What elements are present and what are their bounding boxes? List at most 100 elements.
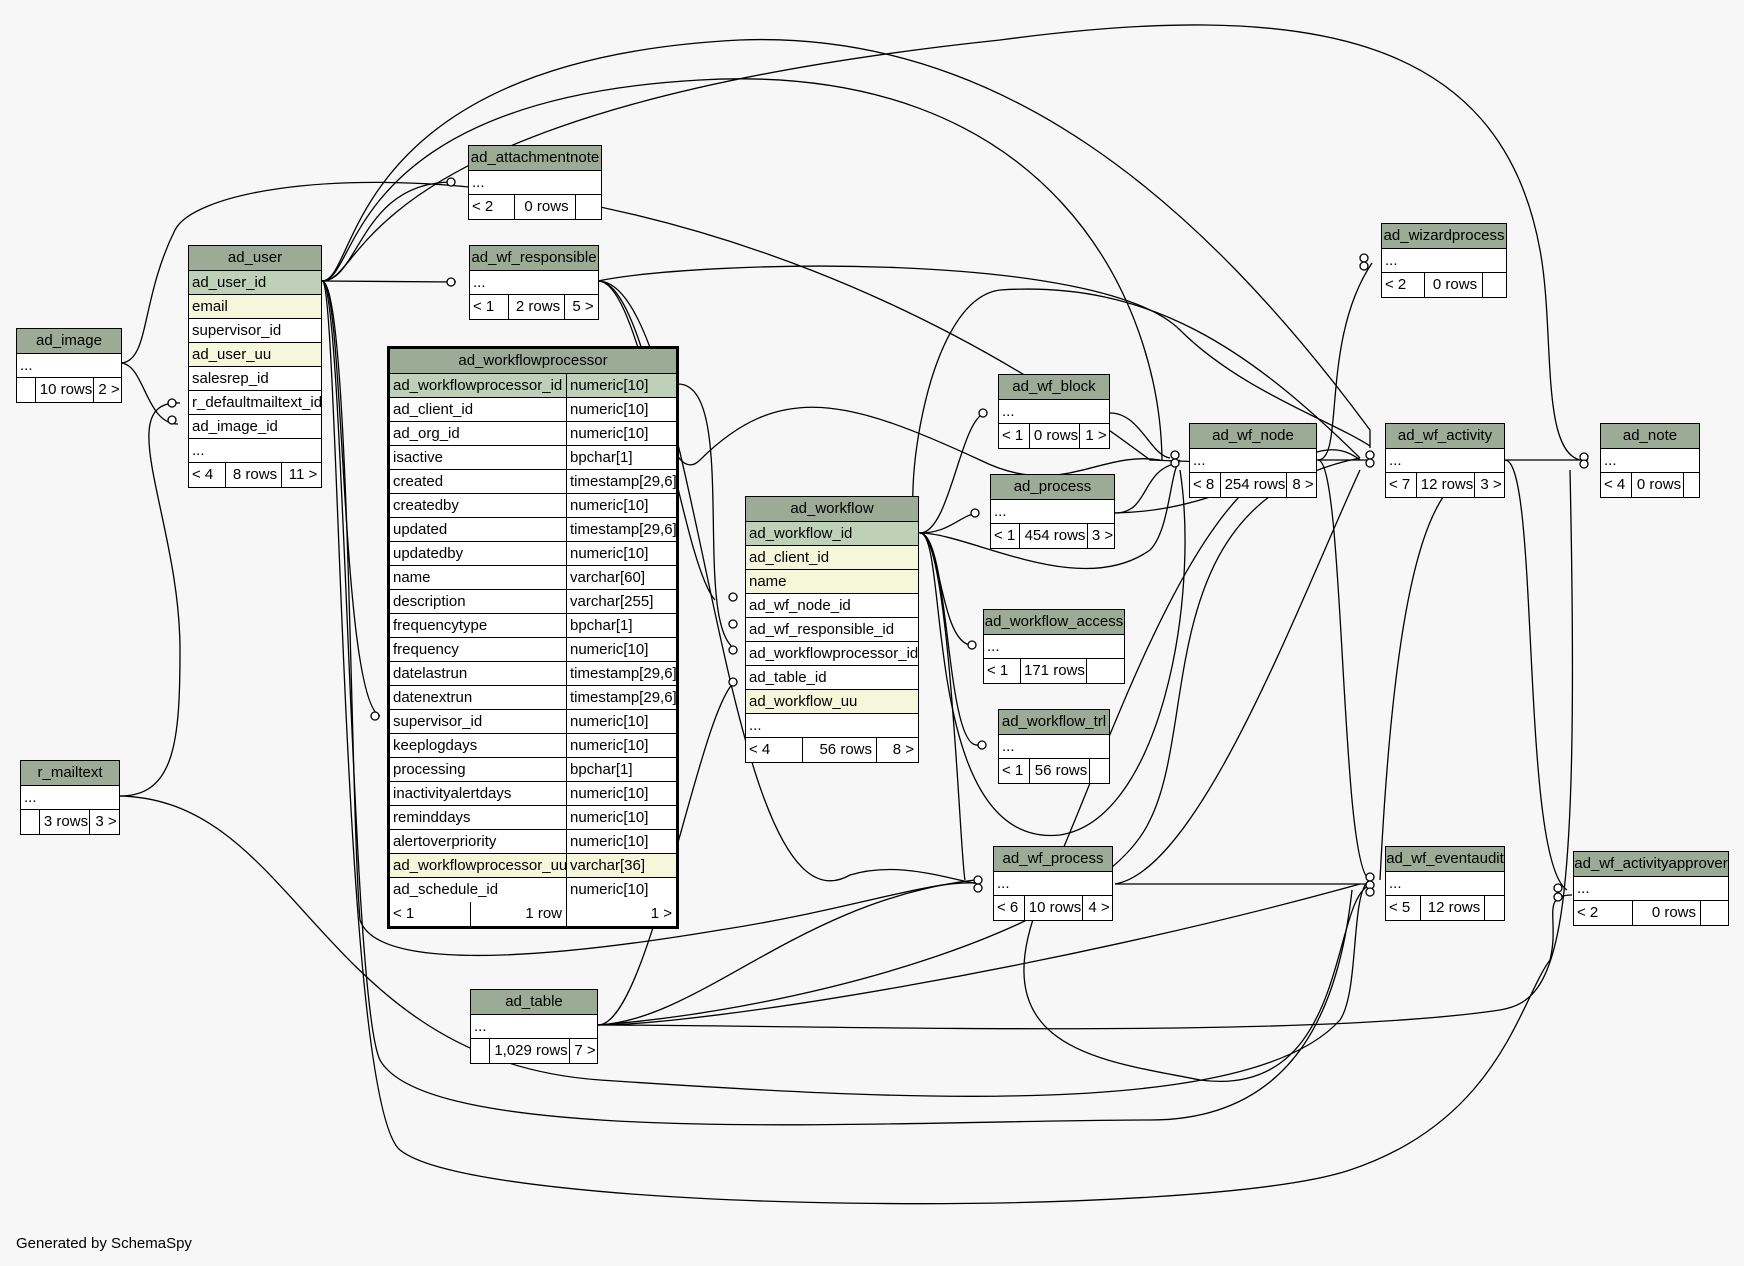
parent-count: < 5 bbox=[1389, 899, 1411, 916]
column-ad-client-id: ad_client_id numeric[10] bbox=[390, 398, 676, 422]
column-row: ... bbox=[473, 274, 486, 291]
row-count: 1 row bbox=[470, 902, 566, 926]
table-header: ad_workflow bbox=[746, 497, 918, 522]
zero-marker bbox=[1553, 883, 1563, 893]
relationship-line bbox=[1379, 459, 1506, 881]
relationship-line bbox=[321, 280, 381, 717]
column-row: ... bbox=[192, 442, 205, 459]
column-type: numeric[10] bbox=[566, 494, 676, 517]
table-header: ad_table bbox=[471, 990, 597, 1015]
column-row: ... bbox=[472, 174, 485, 191]
relationship-line bbox=[597, 469, 1574, 1030]
relationship-line bbox=[119, 402, 181, 797]
table-ad-workflow[interactable]: ad_workflow ad_workflow_id ad_client_id … bbox=[745, 496, 919, 763]
child-count: 3 > bbox=[1474, 473, 1504, 497]
parent-count: < 2 bbox=[1385, 276, 1407, 293]
column-name: datenextrun bbox=[393, 689, 473, 706]
column-row: ... bbox=[994, 503, 1007, 520]
column-name: ad_client_id bbox=[393, 401, 474, 418]
child-count bbox=[575, 195, 601, 219]
column-row: ... bbox=[997, 875, 1010, 892]
zero-marker bbox=[167, 415, 177, 425]
column-name: keeplogdays bbox=[393, 737, 478, 754]
zero-marker bbox=[978, 408, 988, 418]
row-count: 0 rows bbox=[1424, 273, 1482, 297]
table-header: ad_wf_block bbox=[999, 375, 1109, 400]
column-row: ... bbox=[987, 638, 1000, 655]
column-salesrep-id: salesrep_id bbox=[192, 370, 269, 387]
zero-marker bbox=[973, 883, 983, 893]
parent-count: < 4 bbox=[749, 741, 771, 758]
parent-count bbox=[21, 810, 39, 834]
column-name: updated bbox=[393, 521, 448, 538]
relationship-line bbox=[321, 280, 976, 957]
zero-marker bbox=[446, 277, 456, 287]
zero-marker bbox=[1365, 887, 1375, 897]
relationship-line bbox=[321, 78, 1163, 461]
column-type: numeric[10] bbox=[566, 398, 676, 421]
column-type: varchar[255] bbox=[566, 590, 676, 613]
parent-count: < 7 bbox=[1389, 476, 1411, 493]
child-count: 7 > bbox=[569, 1039, 597, 1063]
column-datenextrun: datenextrun timestamp[29,6] bbox=[390, 686, 676, 710]
relationship-line bbox=[321, 181, 456, 282]
zero-marker bbox=[1365, 872, 1375, 882]
parent-count bbox=[471, 1039, 489, 1063]
table-ad-user[interactable]: ad_user ad_user_id email supervisor_id a… bbox=[188, 245, 322, 488]
relationship-line bbox=[321, 280, 1353, 1126]
row-count: 2 rows bbox=[508, 295, 564, 319]
table-header: ad_wf_activityapprover bbox=[1574, 852, 1728, 877]
table-header: ad_workflow_access bbox=[984, 610, 1124, 635]
zero-marker bbox=[1359, 261, 1369, 271]
column-type: timestamp[29,6] bbox=[566, 686, 676, 709]
column-type: numeric[10] bbox=[566, 782, 676, 805]
table-ad-workflowprocessor[interactable]: ad_workflowprocessor ad_workflowprocesso… bbox=[387, 346, 679, 929]
child-count: 3 > bbox=[89, 810, 119, 834]
column-type: varchar[36] bbox=[566, 854, 676, 877]
row-count: 0 rows bbox=[514, 195, 575, 219]
column-name: name bbox=[749, 573, 787, 590]
column-name: ad_org_id bbox=[393, 425, 460, 442]
column-name: updatedby bbox=[393, 545, 464, 562]
relationship-line bbox=[597, 265, 1371, 447]
column-name: name bbox=[393, 569, 431, 586]
column-row: ... bbox=[20, 357, 33, 374]
relationship-line bbox=[321, 280, 1573, 1205]
child-count bbox=[1086, 659, 1124, 683]
relationship-line bbox=[1504, 459, 1568, 891]
relationship-line bbox=[1317, 459, 1371, 881]
parent-count: < 1 bbox=[1002, 427, 1024, 444]
relationship-line bbox=[321, 280, 457, 283]
child-count: 11 > bbox=[281, 463, 321, 487]
table-header: ad_note bbox=[1601, 424, 1699, 449]
column-r-defaultmailtext-id: r_defaultmailtext_id bbox=[192, 394, 321, 411]
column-type: numeric[10] bbox=[566, 734, 676, 757]
relationship-line bbox=[919, 459, 1181, 570]
relationship-line bbox=[1109, 412, 1171, 459]
zero-marker bbox=[728, 645, 738, 655]
